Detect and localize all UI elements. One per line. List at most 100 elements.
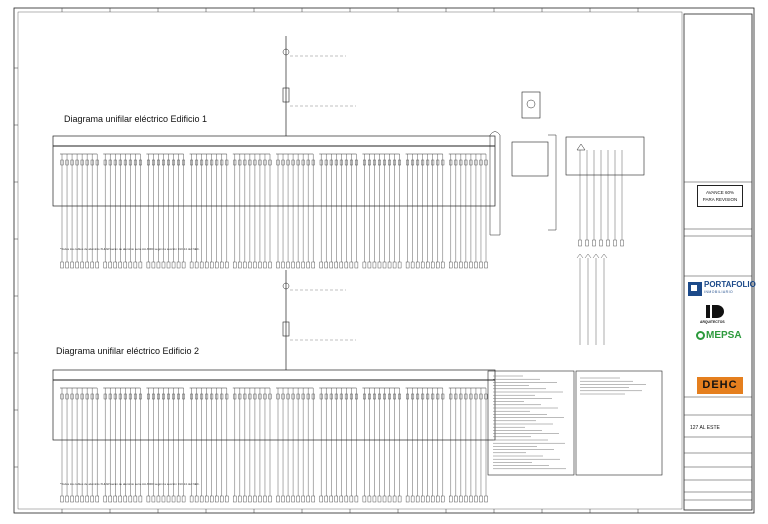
breaker-symbol [128,159,132,166]
load-terminal [118,261,122,269]
load-terminal [392,261,397,269]
breaker-symbol [90,393,94,400]
cable-run [548,134,557,231]
load-terminal [138,261,143,269]
breaker-symbol [152,159,155,166]
load-terminal [397,261,402,269]
breaker-symbol [421,393,425,400]
breaker-symbol [103,393,107,400]
breaker-symbol [123,393,127,400]
load-terminal [339,495,344,503]
breaker-symbol [108,393,112,400]
breaker-symbol [296,159,300,166]
load-terminal [75,495,79,503]
breaker-symbol [301,393,305,400]
breaker-symbol [167,393,170,400]
breaker-symbol [133,393,137,400]
load-terminal [484,261,488,269]
load-terminal [441,495,445,503]
status-stamp: AVANCE 60% PARA REVISION [697,185,743,207]
load-terminal [454,495,458,503]
breaker-symbol [70,159,74,166]
breaker-symbol [368,393,371,400]
load-terminal [189,261,194,269]
breaker-symbol [436,159,440,166]
load-terminal [367,495,372,503]
load-terminal [128,495,133,503]
load-terminal [189,495,194,503]
breaker-symbol [334,159,338,166]
load-terminal [70,261,74,269]
diagram-1-note: *Todos los cables de aluminio XHHW serán… [60,247,200,251]
load-terminal [146,495,151,503]
load-terminal [171,261,176,269]
breaker-symbol [220,159,224,166]
load-terminal [479,261,483,269]
load-terminal [171,495,176,503]
portafolio-logo: PORTAFOLIO INMOBILIARIO [688,280,756,302]
load-terminal [469,261,473,269]
load-terminal [459,261,463,269]
load-terminal [113,261,117,269]
load-terminal [215,261,219,269]
breaker-symbol [416,393,420,400]
load-terminal [377,261,382,269]
breaker-symbol [411,393,415,400]
breaker-symbol [233,159,237,166]
breaker-symbol [182,159,185,166]
load-terminal [319,261,323,269]
grid-ticks [14,8,639,513]
breaker-symbol [276,393,280,400]
load-terminal [431,495,435,503]
load-terminal [258,495,262,503]
breaker-symbol [286,393,290,400]
breaker-symbol [454,159,458,166]
load-terminal [225,495,229,503]
load-terminal [354,495,359,503]
breaker-symbol [349,393,353,400]
load-terminal [382,495,387,503]
breaker-symbol [205,159,209,166]
breaker-symbol [225,393,229,400]
load-terminal [367,261,372,269]
load-terminal [286,261,290,269]
breaker-symbol [349,159,353,166]
load-terminal [253,261,257,269]
breaker-symbol [60,159,64,166]
load-terminal [441,261,445,269]
breaker-symbol [75,393,79,400]
load-terminal [362,495,367,503]
load-terminal [606,239,610,247]
breaker-symbol [306,393,310,400]
transformer-enclosure [521,91,541,119]
breaker-symbol [157,159,160,166]
breaker-symbol [459,393,463,400]
load-terminal [194,495,199,503]
transformer-symbol [526,99,536,109]
load-terminal [166,495,171,503]
breaker-symbol [291,393,295,400]
breaker-symbol [167,159,170,166]
load-terminal [276,495,280,503]
breaker-symbol [474,393,478,400]
breaker-symbol [177,393,180,400]
load-terminal [118,495,122,503]
breaker-symbol [324,159,328,166]
load-terminal [60,261,64,269]
switchboard-frame [52,135,496,207]
breaker-symbol [108,159,112,166]
breaker-symbol [406,159,409,166]
load-terminal [204,495,209,503]
breaker-symbol [190,159,193,166]
load-terminal [329,495,333,503]
load-terminal [268,495,272,503]
single-line-diagram-1 [52,36,496,269]
load-terminal [215,495,219,503]
load-terminal [344,261,349,269]
breaker-symbol [484,393,488,400]
breaker-symbol [128,393,132,400]
notes-panel-right [575,370,663,476]
load-terminal [349,495,354,503]
breaker-symbol [182,393,185,400]
